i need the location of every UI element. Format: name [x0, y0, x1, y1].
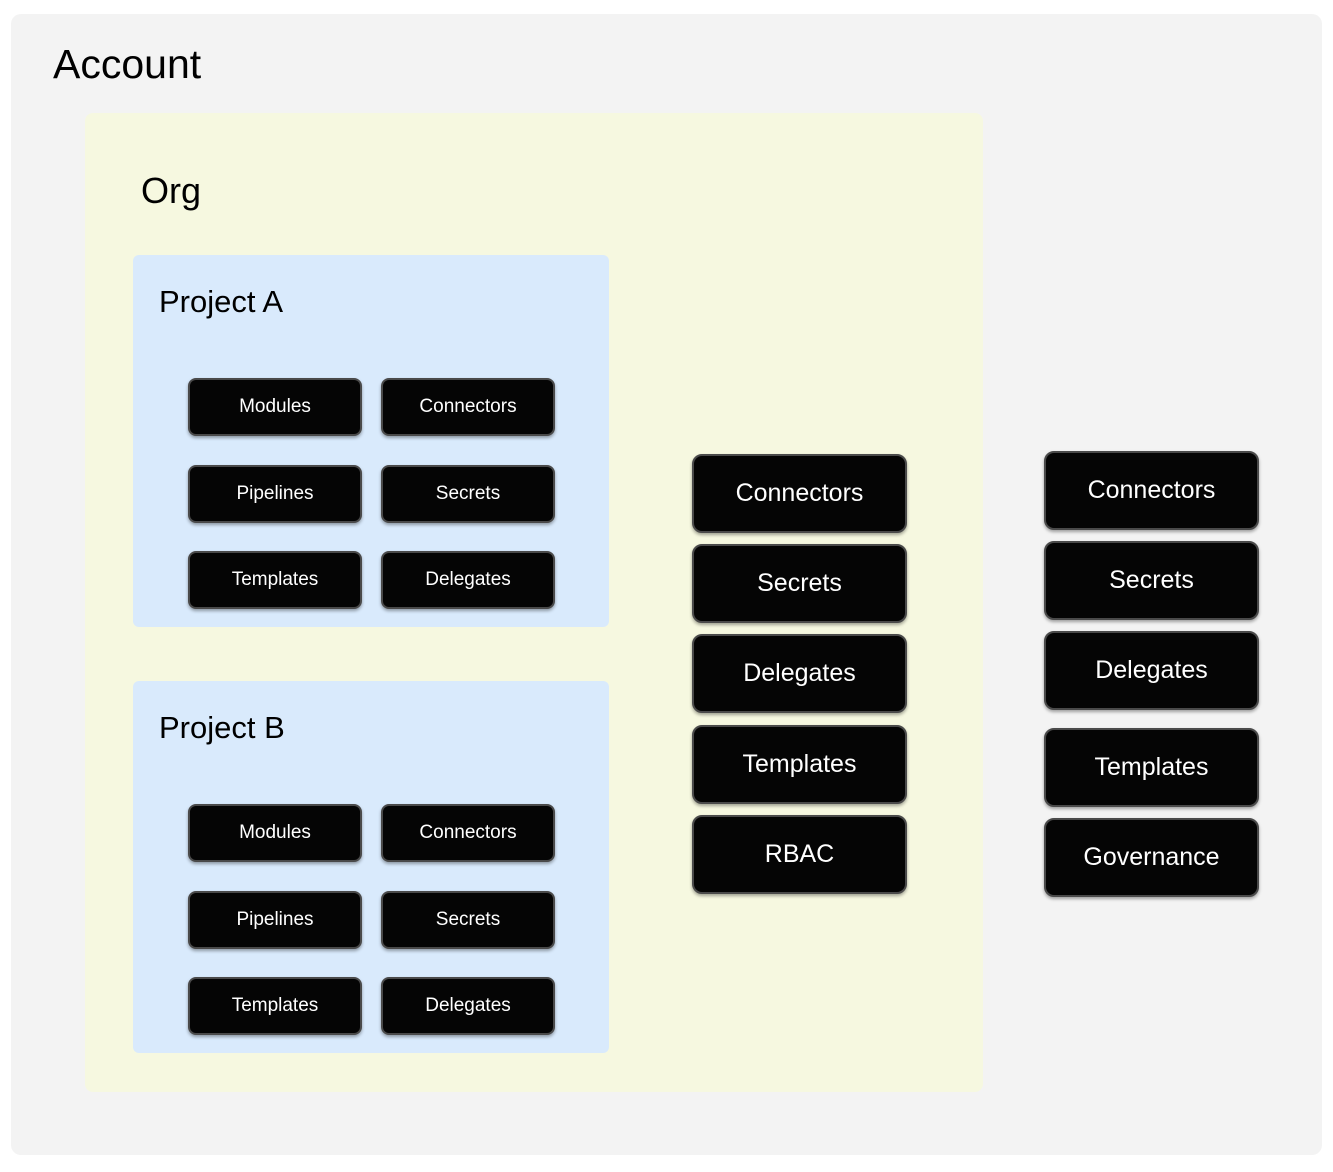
project-b-chip-modules[interactable]: Modules	[188, 804, 362, 862]
project-b-chip-secrets[interactable]: Secrets	[381, 891, 555, 949]
org-chip-delegates[interactable]: Delegates	[692, 634, 907, 713]
project-a-resource-grid: Modules Connectors Pipelines Secrets Tem…	[188, 378, 555, 609]
project-b-scope-container: Project B Modules Connectors Pipelines S…	[133, 681, 609, 1053]
project-b-chip-templates[interactable]: Templates	[188, 977, 362, 1035]
account-chip-templates[interactable]: Templates	[1044, 728, 1259, 807]
account-scope-title: Account	[53, 41, 202, 87]
project-a-scope-container: Project A Modules Connectors Pipelines S…	[133, 255, 609, 627]
project-a-chip-delegates[interactable]: Delegates	[381, 551, 555, 609]
project-a-chip-templates[interactable]: Templates	[188, 551, 362, 609]
project-b-chip-delegates[interactable]: Delegates	[381, 977, 555, 1035]
project-a-chip-secrets[interactable]: Secrets	[381, 465, 555, 523]
project-a-chip-pipelines[interactable]: Pipelines	[188, 465, 362, 523]
account-chip-delegates[interactable]: Delegates	[1044, 631, 1259, 710]
org-chip-templates[interactable]: Templates	[692, 725, 907, 804]
project-b-title: Project B	[159, 710, 285, 745]
account-chip-connectors[interactable]: Connectors	[1044, 451, 1259, 530]
org-chip-connectors[interactable]: Connectors	[692, 454, 907, 533]
project-a-title: Project A	[159, 284, 284, 319]
project-b-chip-pipelines[interactable]: Pipelines	[188, 891, 362, 949]
org-scope-title: Org	[141, 170, 202, 211]
project-b-resource-grid: Modules Connectors Pipelines Secrets Tem…	[188, 804, 555, 1035]
org-chip-rbac[interactable]: RBAC	[692, 815, 907, 894]
account-scope-container: Account Org Project A Modules Connectors…	[11, 14, 1322, 1155]
account-chip-secrets[interactable]: Secrets	[1044, 541, 1259, 620]
project-a-chip-connectors[interactable]: Connectors	[381, 378, 555, 436]
org-chip-secrets[interactable]: Secrets	[692, 544, 907, 623]
project-a-chip-modules[interactable]: Modules	[188, 378, 362, 436]
account-chip-governance[interactable]: Governance	[1044, 818, 1259, 897]
project-b-chip-connectors[interactable]: Connectors	[381, 804, 555, 862]
